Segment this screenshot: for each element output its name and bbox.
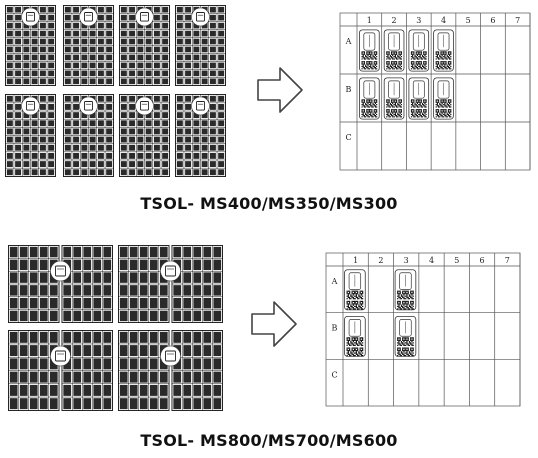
microinverter-icon xyxy=(160,260,181,282)
serial-number-label-icon xyxy=(408,77,430,120)
microinverter-icon xyxy=(79,96,98,116)
solar-panel xyxy=(175,94,226,177)
solar-panel xyxy=(175,5,226,86)
microinverter-icon xyxy=(50,345,71,367)
solar-panel xyxy=(118,245,170,323)
grid-column-header: 3 xyxy=(404,256,409,265)
serial-number-label-icon xyxy=(344,269,366,311)
solar-panel-array-4x2 xyxy=(5,5,226,177)
microinverter-icon xyxy=(135,96,154,116)
qr-code-icon xyxy=(410,99,427,118)
serial-number-label-icon xyxy=(383,29,405,72)
grid-row-header: C xyxy=(331,370,337,379)
grid-column-header: 7 xyxy=(505,256,510,265)
grid-column-header: 5 xyxy=(466,16,471,25)
right-arrow-icon xyxy=(257,67,303,113)
grid-column-header: 1 xyxy=(367,16,372,25)
microinverter-icon xyxy=(79,7,98,27)
solar-panel xyxy=(5,5,56,86)
serial-number-label-icon xyxy=(433,77,454,120)
installation-map-grid: 1 2 3 4 5 6 7A B C xyxy=(325,252,521,407)
microinverter-icon xyxy=(21,7,40,27)
qr-code-icon xyxy=(435,99,452,118)
solar-panel xyxy=(171,245,223,323)
qr-code-icon xyxy=(361,51,378,70)
solar-panel xyxy=(119,5,170,86)
solar-panel xyxy=(171,330,223,411)
model-caption-bottom: TSOL- MS800/MS700/MS600 xyxy=(140,431,398,450)
grid-column-header: 7 xyxy=(515,16,520,25)
grid-row-header: B xyxy=(332,324,338,333)
qr-code-icon xyxy=(346,290,364,310)
solar-panel xyxy=(61,330,113,411)
qr-code-icon xyxy=(410,51,427,70)
grid-column-header: 2 xyxy=(392,16,397,25)
grid-row-header: A xyxy=(345,37,352,46)
qr-code-icon xyxy=(346,337,364,357)
solar-panel xyxy=(5,94,56,177)
serial-number-label-icon xyxy=(433,29,454,72)
microinverter-icon xyxy=(135,7,154,27)
solar-panel-array-2x2 xyxy=(8,245,223,411)
grid-column-header: 3 xyxy=(416,16,421,25)
serial-number-label-icon xyxy=(359,77,380,120)
grid-row-header: A xyxy=(331,277,338,286)
solar-panel xyxy=(8,245,60,323)
microinverter-icon xyxy=(50,260,71,282)
qr-code-icon xyxy=(361,99,378,118)
serial-number-label-icon xyxy=(394,269,417,311)
solar-panel xyxy=(118,330,170,411)
grid-column-header: 5 xyxy=(454,256,459,265)
solar-panel xyxy=(119,94,170,177)
solar-panel xyxy=(61,245,113,323)
grid-column-header: 6 xyxy=(480,256,485,265)
serial-number-label-icon xyxy=(394,315,417,357)
solar-panel xyxy=(8,330,60,411)
serial-number-label-icon xyxy=(383,77,405,120)
installation-map-grid: 1 2 3 4 5 6 7A B C xyxy=(339,12,531,171)
microinverter-icon xyxy=(21,96,40,116)
grid-column-header: 4 xyxy=(441,16,446,25)
grid-row-header: B xyxy=(346,85,352,94)
microinverter-icon xyxy=(160,345,181,367)
serial-number-label-icon xyxy=(359,29,380,72)
serial-number-label-icon xyxy=(408,29,430,72)
microinverter-icon xyxy=(191,96,210,116)
grid-column-header: 2 xyxy=(378,256,383,265)
grid-column-header: 1 xyxy=(353,256,358,265)
qr-code-icon xyxy=(386,51,402,70)
model-caption-top: TSOL- MS400/MS350/MS300 xyxy=(140,194,398,213)
solar-panel xyxy=(63,94,114,177)
grid-column-header: 4 xyxy=(429,256,434,265)
grid-row-header: C xyxy=(345,133,351,142)
microinverter-icon xyxy=(191,7,210,27)
qr-code-icon xyxy=(435,51,452,70)
qr-code-icon xyxy=(397,290,414,310)
right-arrow-icon xyxy=(251,301,297,347)
qr-code-icon xyxy=(386,99,402,118)
qr-code-icon xyxy=(397,337,414,357)
solar-panel xyxy=(63,5,114,86)
grid-column-header: 6 xyxy=(490,16,495,25)
serial-number-label-icon xyxy=(344,315,366,357)
